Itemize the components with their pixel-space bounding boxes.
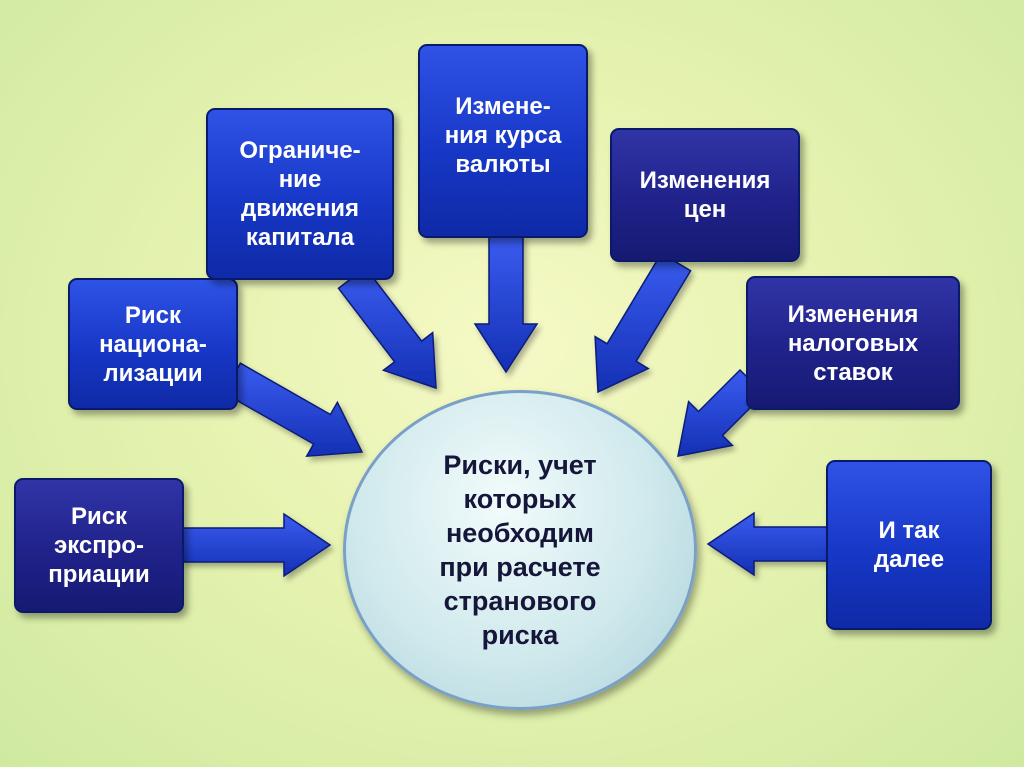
node-risk-expropriation: Риск экспро- приации (14, 478, 184, 613)
node-risk-nationalization: Риск национа- лизации (68, 278, 238, 410)
node-and-so-on: И так далее (826, 460, 992, 630)
arrow-from-prices (594, 252, 692, 394)
arrow-from-nationalization (222, 362, 364, 458)
arrow-from-and-so-on (706, 511, 833, 577)
center-ellipse: Риски, учет которых необходим при расчет… (343, 390, 697, 710)
node-tax-rate-change: Изменения налоговых ставок (746, 276, 960, 410)
arrow-from-currency (473, 235, 539, 374)
node-price-change: Изменения цен (610, 128, 800, 262)
node-capital-movement-restriction: Ограниче- ние движения капитала (206, 108, 394, 280)
arrow-from-capital (337, 266, 437, 390)
center-label: Риски, учет которых необходим при расчет… (439, 450, 601, 650)
arrow-from-expropriation (181, 512, 332, 578)
node-currency-rate-change: Измене- ния курса валюты (418, 44, 588, 238)
